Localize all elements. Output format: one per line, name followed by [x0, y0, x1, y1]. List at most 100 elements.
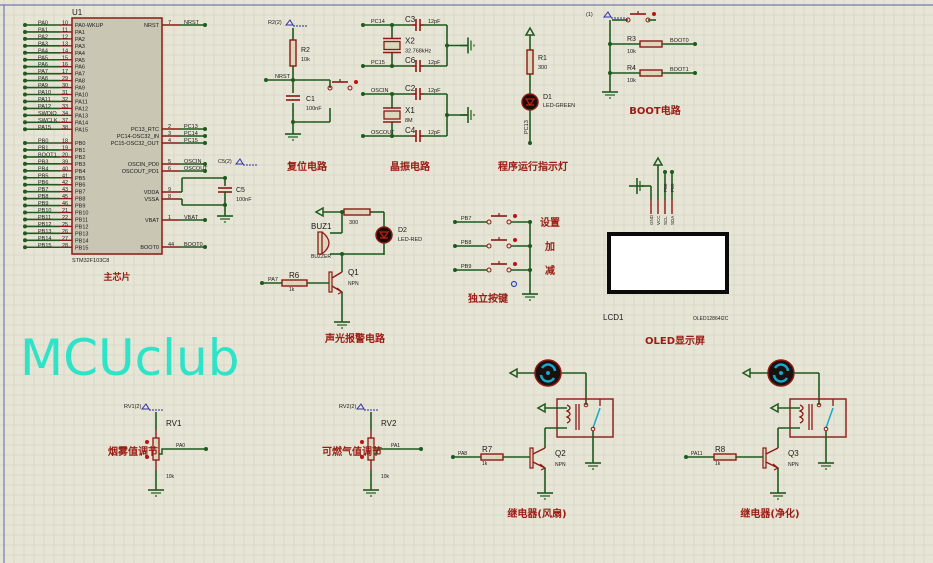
- pin-number: 20: [62, 152, 68, 158]
- boot-title: BOOT电路: [629, 104, 681, 117]
- junction-dot: [684, 455, 688, 459]
- junction-dot: [23, 113, 27, 118]
- voltage-probe[interactable]: RV2(2): [339, 403, 379, 411]
- junction-dot: [203, 23, 207, 27]
- key-button-2[interactable]: [486, 237, 517, 249]
- pin-name: PB12: [75, 224, 88, 230]
- pin-name: PA13: [75, 113, 88, 119]
- button-indicator: [354, 80, 358, 84]
- relay-net: PA11: [691, 451, 703, 457]
- pin-number: 4: [168, 138, 171, 144]
- junction-dot: [23, 154, 27, 159]
- power-arrow-icon: [524, 26, 536, 36]
- reset-button[interactable]: [327, 79, 358, 91]
- junction-dot: [390, 64, 394, 68]
- pin-net: PC13: [184, 124, 198, 130]
- pin-net: PA6: [38, 62, 48, 68]
- capacitor: [412, 130, 424, 142]
- led-title: 程序运行指示灯: [498, 160, 568, 173]
- c5-value: 100nF: [236, 197, 252, 203]
- pin-net: PA12: [38, 104, 51, 110]
- sda-net: PB5: [670, 183, 675, 192]
- r4-value: 10k: [627, 78, 636, 84]
- crystal-title: 晶振电路: [390, 160, 431, 173]
- mcu-body: [71, 17, 163, 255]
- relay-contact: [823, 426, 829, 432]
- junction-dot: [264, 78, 268, 82]
- q1-value: NPN: [348, 281, 359, 287]
- pin-net: PA7: [38, 69, 48, 75]
- junction-dot: [23, 238, 27, 243]
- pin-number: 21: [62, 208, 68, 214]
- pot-value: 10k: [166, 474, 175, 480]
- pin-name: PB8: [75, 197, 85, 203]
- oled-pin-name: GND: [649, 214, 654, 225]
- crystal-net: PC15: [371, 60, 385, 66]
- pin-number: 22: [62, 215, 68, 221]
- junction-dot: [453, 268, 457, 272]
- junction-dot: [608, 71, 612, 75]
- cap-ref: C3: [405, 15, 416, 24]
- pin-name: PA11: [75, 99, 88, 105]
- contact: [327, 85, 333, 91]
- junction-dot: [453, 244, 457, 248]
- junction-dot: [663, 170, 667, 174]
- buzzer-value: BUZZER: [311, 254, 331, 260]
- c5-ref: C5: [236, 187, 245, 194]
- pin-net: PB15: [38, 243, 51, 249]
- pin-name: PA7: [75, 72, 85, 78]
- junction-dot: [203, 127, 207, 131]
- c1-ref: C1: [306, 96, 315, 103]
- pin-number: 25: [62, 222, 68, 228]
- voltage-probe[interactable]: RV1(2): [124, 403, 164, 411]
- junction-dot: [361, 23, 365, 27]
- pin-number: 18: [62, 139, 68, 145]
- pc13-net: PC13: [524, 120, 530, 134]
- cap-ref: C6: [405, 56, 416, 65]
- pin-number: 12: [62, 34, 68, 40]
- pot-indicator: [145, 440, 149, 444]
- pin-name: OSCOUT_PD1: [122, 169, 159, 175]
- pot-ref: RV2: [381, 419, 397, 428]
- cap-gap: [290, 93, 296, 103]
- cap-gap: [412, 59, 424, 73]
- junction-dot: [608, 42, 612, 46]
- pin-net: BOOT0: [184, 242, 203, 248]
- capacitor-c5[interactable]: C5 100nF C5(2): [180, 158, 258, 223]
- key-button-3[interactable]: [486, 261, 517, 273]
- relay-net: PA8: [458, 451, 467, 457]
- ground-icon: [602, 86, 618, 99]
- pin-net: OSCIN: [184, 159, 201, 165]
- junction-dot: [23, 182, 27, 187]
- pin-net: PA15: [38, 125, 51, 131]
- voltage-probe[interactable]: R2(2): [268, 19, 308, 27]
- pin-net: PA3: [38, 41, 48, 47]
- cap-ref: C4: [405, 126, 416, 135]
- pin-net: BOOT1: [38, 152, 57, 158]
- pin-name: PA6: [75, 65, 85, 71]
- oled-pin-name: VCC: [656, 215, 661, 225]
- led-body: [521, 93, 539, 111]
- junction-dot: [445, 43, 449, 48]
- voltage-probe[interactable]: C5(2): [218, 158, 258, 166]
- junction-dot: [451, 455, 455, 459]
- probe-label: RV1(2): [124, 404, 141, 410]
- voltage-probe[interactable]: (1): [586, 11, 626, 19]
- pin-name: PC13_RTC: [131, 127, 159, 133]
- relay-coil-icon: [565, 404, 571, 424]
- pin-name: PA8: [75, 79, 85, 85]
- junction-dot: [23, 245, 27, 250]
